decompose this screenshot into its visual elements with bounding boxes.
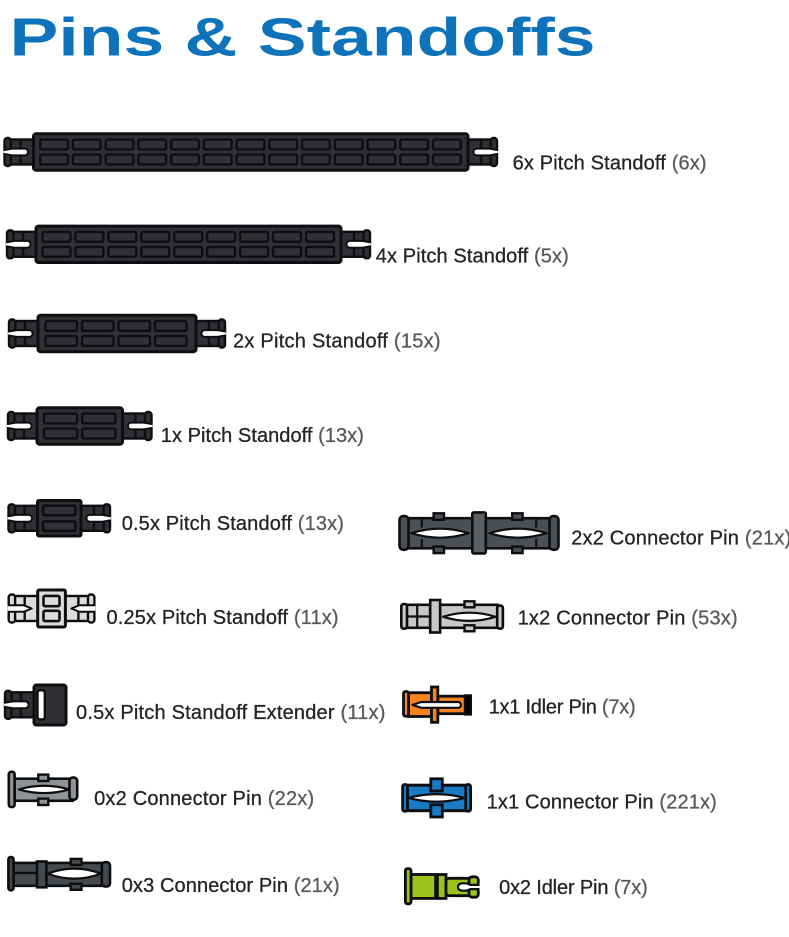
- svg-text:1x2 Connector Pin (53x): 1x2 Connector Pin (53x): [518, 608, 738, 630]
- svg-text:2x Pitch Standoff (15x): 2x Pitch Standoff (15x): [233, 330, 441, 352]
- svg-text:1x1 Idler Pin (7x): 1x1 Idler Pin (7x): [489, 697, 636, 719]
- svg-text:1x Pitch Standoff (13x): 1x Pitch Standoff (13x): [161, 425, 364, 447]
- svg-text:0.5x Pitch Standoff Extender (: 0.5x Pitch Standoff Extender (11x): [76, 702, 386, 724]
- svg-text:Pins & Standoffs: Pins & Standoffs: [10, 9, 596, 68]
- svg-text:1x1 Connector Pin (221x): 1x1 Connector Pin (221x): [487, 792, 717, 814]
- svg-text:0.5x Pitch Standoff (13x): 0.5x Pitch Standoff (13x): [122, 513, 344, 535]
- svg-text:6x Pitch Standoff (6x): 6x Pitch Standoff (6x): [513, 152, 707, 174]
- svg-text:0x2 Idler Pin (7x): 0x2 Idler Pin (7x): [499, 877, 647, 899]
- svg-text:2x2 Connector Pin (21x): 2x2 Connector Pin (21x): [571, 528, 789, 550]
- svg-text:0x2 Connector Pin (22x): 0x2 Connector Pin (22x): [94, 788, 314, 810]
- svg-text:4x Pitch Standoff (5x): 4x Pitch Standoff (5x): [376, 246, 569, 268]
- svg-text:0.25x Pitch Standoff (11x): 0.25x Pitch Standoff (11x): [107, 607, 339, 629]
- svg-text:0x3 Connector Pin (21x): 0x3 Connector Pin (21x): [122, 875, 340, 897]
